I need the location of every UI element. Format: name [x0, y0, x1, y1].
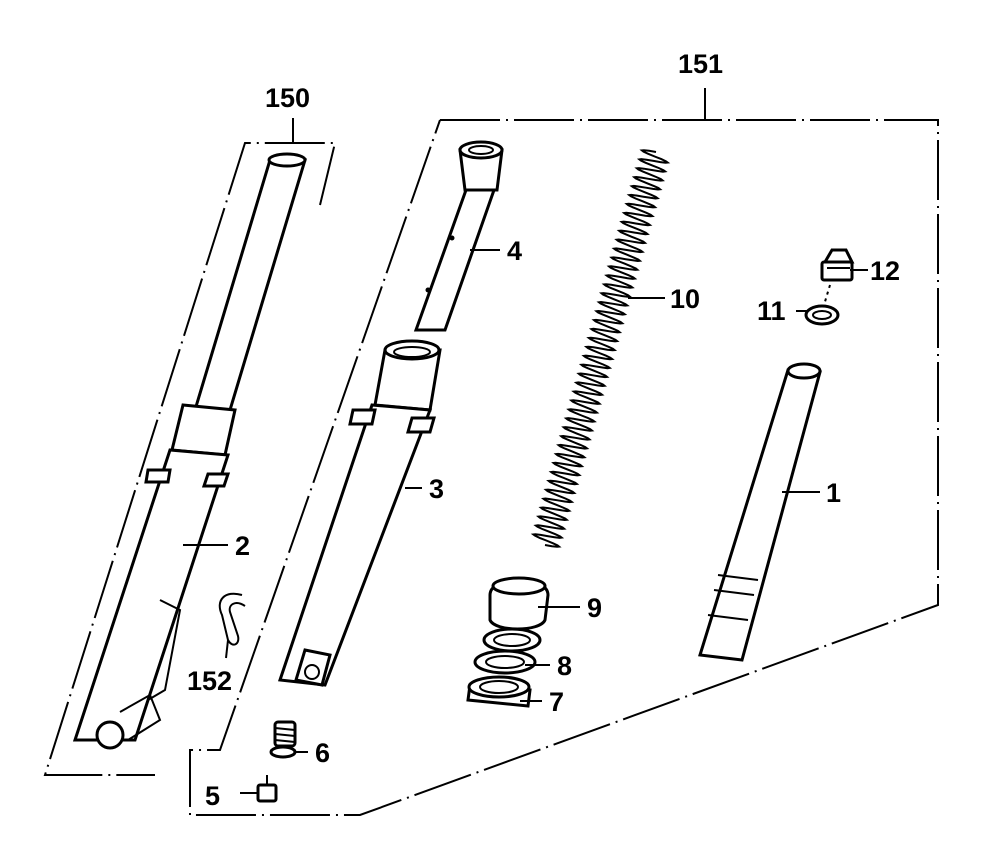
- callout-11: 11: [757, 296, 786, 326]
- callout-2: 2: [235, 531, 250, 561]
- callout-9: 9: [587, 593, 602, 623]
- part-8-washer: [473, 627, 542, 675]
- part-5-bolt: [240, 775, 278, 803]
- callout-12: 12: [870, 256, 900, 286]
- assembly-151-boundary: [189, 88, 939, 816]
- callout-7: 7: [549, 687, 564, 717]
- callout-3: 3: [429, 474, 444, 504]
- assembly-150-boundary: [43, 118, 337, 776]
- callout-151: 151: [678, 49, 723, 79]
- callout-4: 4: [507, 236, 522, 266]
- part-7-oil-seal: [466, 675, 532, 708]
- callout-labels: 150 151 1 2 3 4 5 6 7 8 9 10 11 12 152: [187, 49, 900, 811]
- part-1-inner-tube: [698, 362, 822, 662]
- callout-5: 5: [205, 781, 220, 811]
- part-4-damper-rod: [413, 140, 504, 332]
- callout-10: 10: [670, 284, 700, 314]
- part-2-fork-leg: [72, 152, 308, 750]
- callout-152: 152: [187, 666, 232, 696]
- part-3-outer-tube: [277, 339, 442, 687]
- part-152-clip: [218, 592, 246, 659]
- part-11-o-ring: [804, 284, 840, 326]
- callout-6: 6: [315, 738, 330, 768]
- part-9-dust-seal: [488, 576, 550, 631]
- part-6-small-spring: [269, 720, 297, 759]
- leader-lines: [183, 249, 868, 753]
- callout-150: 150: [265, 83, 310, 113]
- callout-8: 8: [557, 651, 572, 681]
- part-10-spring: [530, 149, 671, 548]
- callout-1: 1: [826, 478, 841, 508]
- part-12-cap-bolt: [820, 248, 855, 282]
